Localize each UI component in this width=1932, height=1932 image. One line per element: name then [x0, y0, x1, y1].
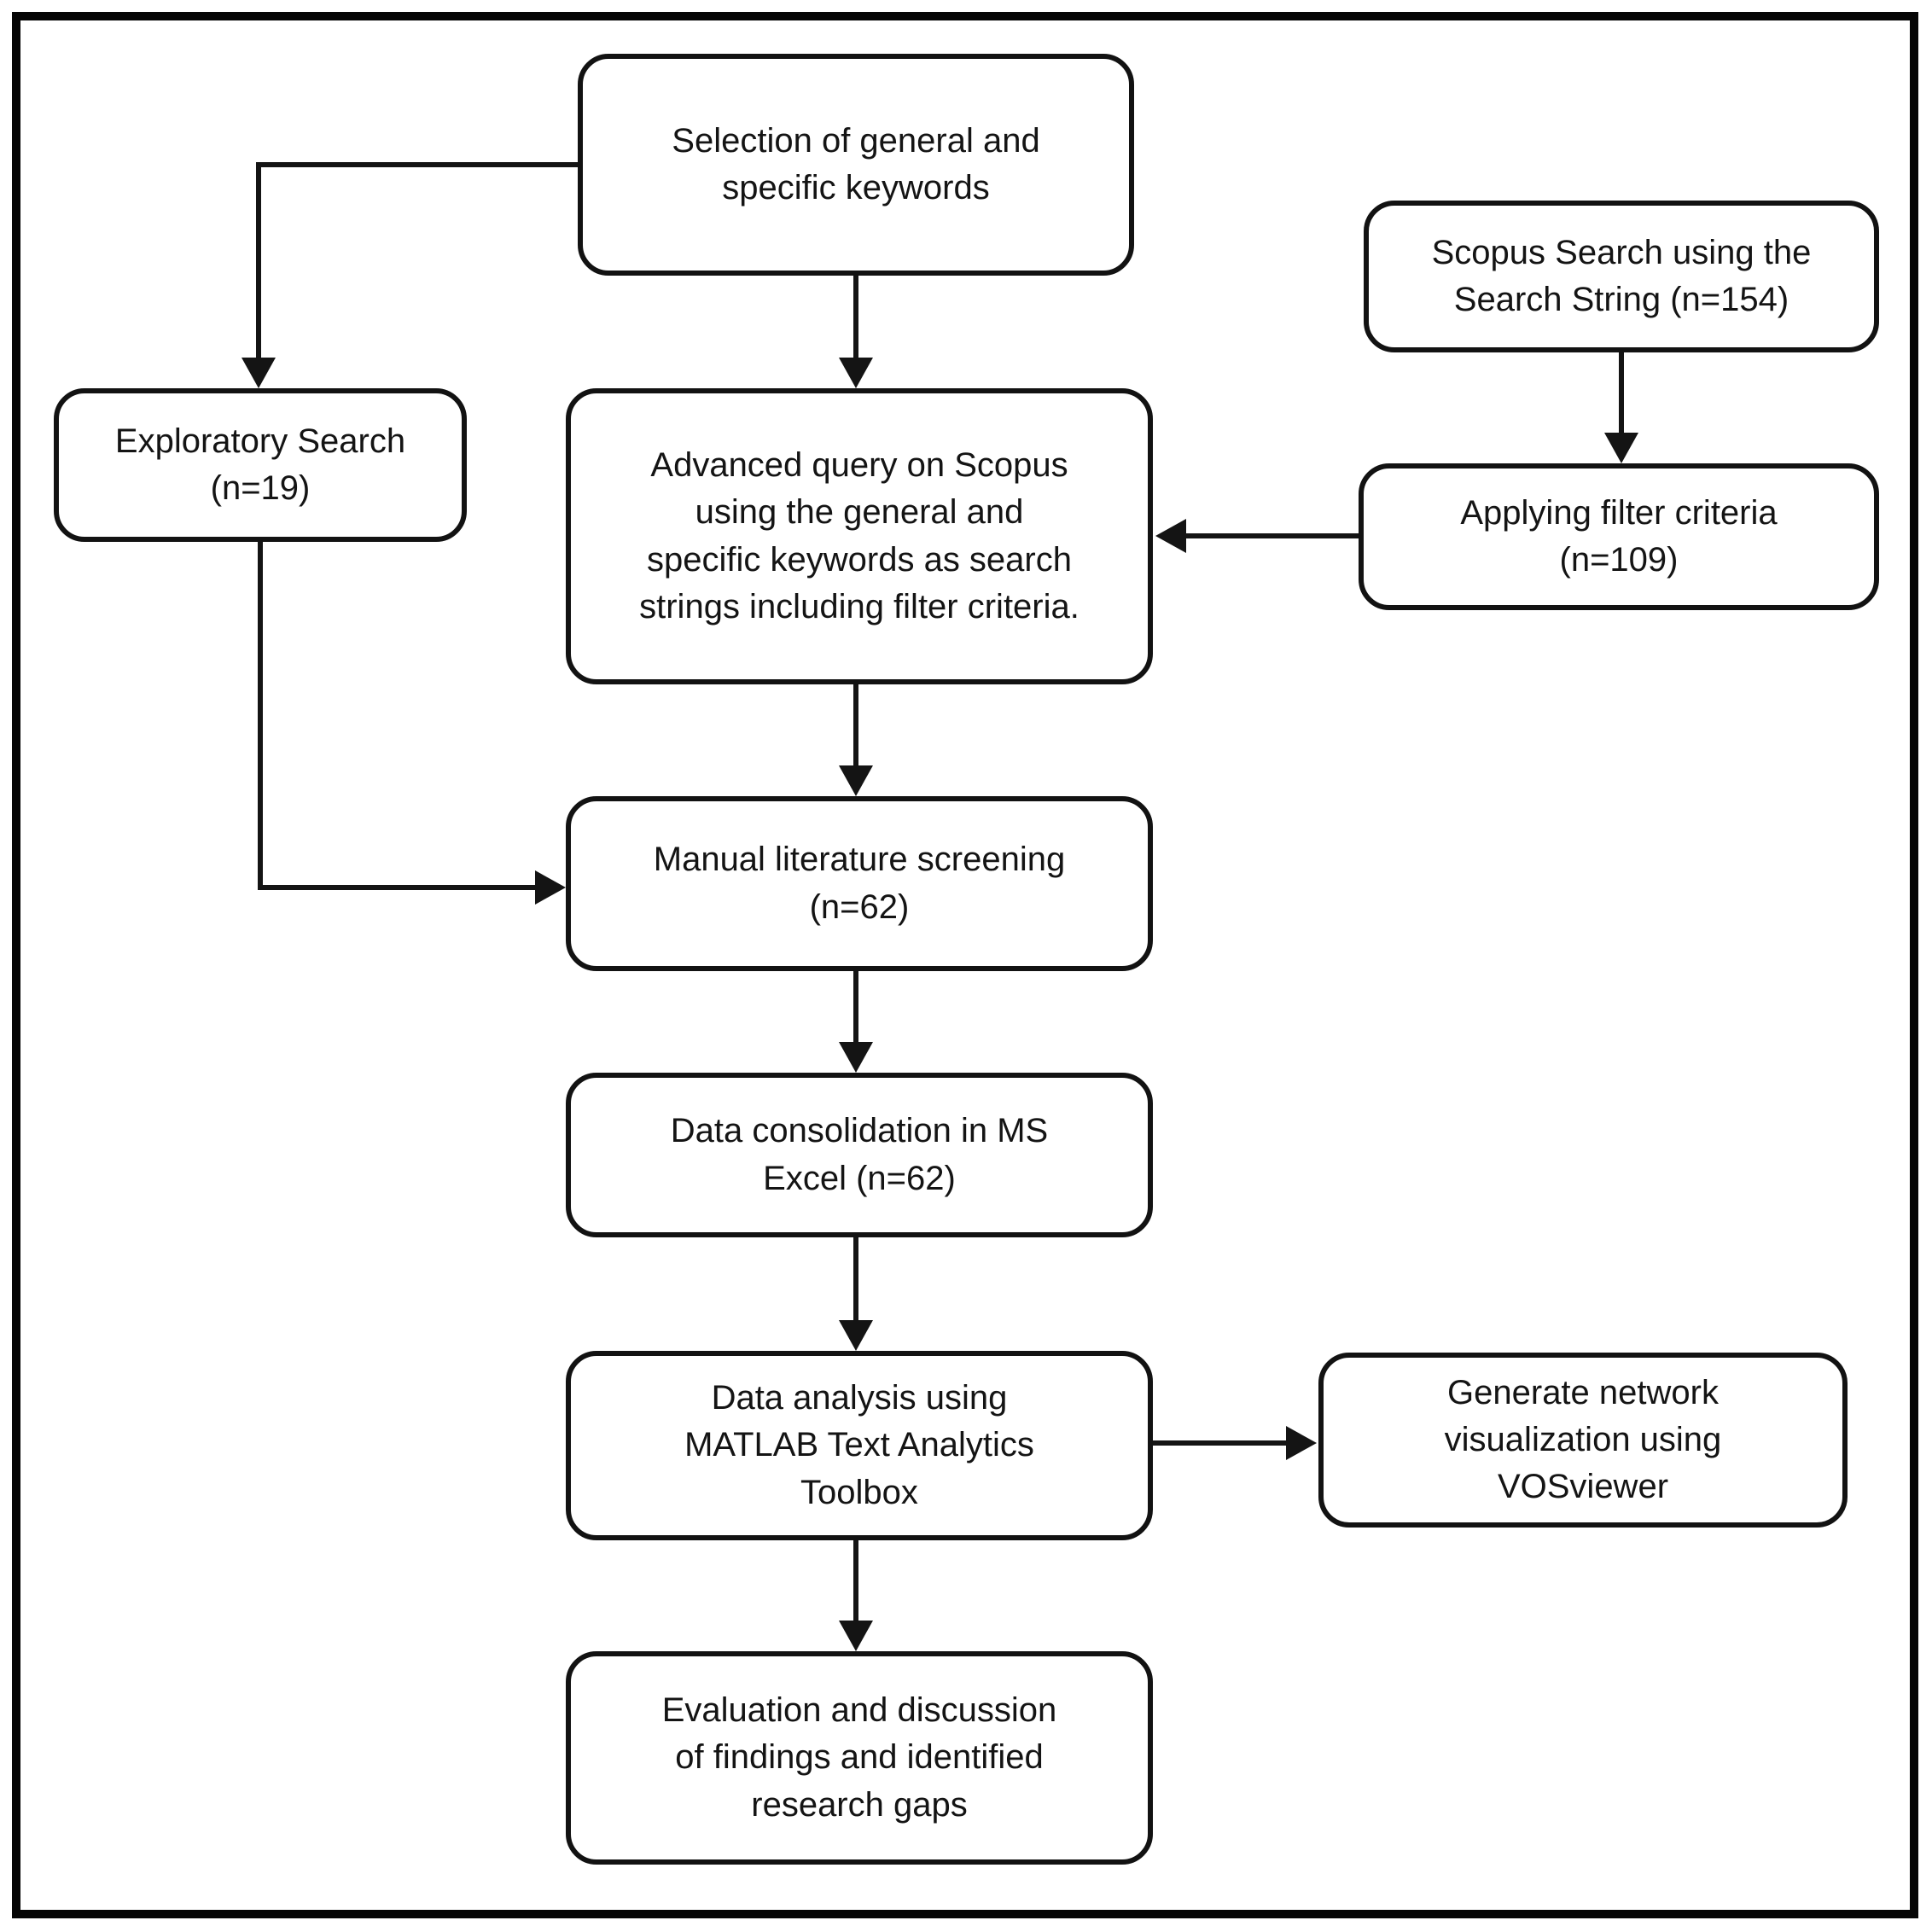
edge-selection-to-exploratory-vertical — [256, 162, 261, 358]
node-applying-filter-criteria: Applying filter criteria (n=109) — [1359, 463, 1879, 610]
node-advanced-query-label: Advanced query on Scopus using the gener… — [639, 446, 1079, 626]
node-manual-literature-screening-label: Manual literature screening (n=62) — [653, 841, 1066, 926]
arrowhead-exploratory-to-manual-screening — [535, 870, 566, 905]
edge-exploratory-to-manual-screening-vertical — [258, 542, 263, 887]
edge-exploratory-to-manual-screening-horizontal — [258, 885, 535, 890]
node-exploratory-search: Exploratory Search (n=19) — [54, 388, 467, 542]
node-advanced-query: Advanced query on Scopus using the gener… — [566, 388, 1153, 684]
node-exploratory-search-label: Exploratory Search (n=19) — [114, 422, 406, 507]
node-scopus-search: Scopus Search using the Search String (n… — [1364, 201, 1879, 352]
arrowhead-data-analysis-to-network-viz — [1286, 1426, 1317, 1460]
edge-data-analysis-to-network-viz — [1153, 1440, 1286, 1446]
diagram-outer-border — [12, 12, 1918, 1918]
arrowhead-scopus-search-to-filter-criteria — [1604, 433, 1638, 463]
node-applying-filter-criteria-label: Applying filter criteria (n=109) — [1460, 493, 1778, 579]
arrowhead-selection-to-exploratory — [242, 358, 276, 388]
node-evaluation-discussion: Evaluation and discussion of findings an… — [566, 1651, 1153, 1865]
node-data-consolidation: Data consolidation in MS Excel (n=62) — [566, 1073, 1153, 1237]
edge-filter-criteria-to-advanced-query — [1186, 533, 1359, 538]
node-manual-literature-screening: Manual literature screening (n=62) — [566, 796, 1153, 971]
node-data-analysis-matlab: Data analysis using MATLAB Text Analytic… — [566, 1351, 1153, 1540]
arrowhead-data-consolidation-to-data-analysis — [839, 1320, 873, 1351]
node-network-visualization-vosviewer-label: Generate network visualization using VOS… — [1444, 1373, 1722, 1506]
edge-selection-to-advanced-query — [853, 276, 858, 358]
node-selection-of-keywords: Selection of general and specific keywor… — [578, 54, 1134, 276]
node-selection-of-keywords-label: Selection of general and specific keywor… — [672, 121, 1040, 207]
edge-scopus-search-to-filter-criteria — [1619, 352, 1624, 433]
arrowhead-selection-to-advanced-query — [839, 358, 873, 388]
node-network-visualization-vosviewer: Generate network visualization using VOS… — [1318, 1353, 1848, 1528]
node-scopus-search-label: Scopus Search using the Search String (n… — [1431, 233, 1812, 318]
edge-manual-screening-to-data-consolidation — [853, 971, 858, 1042]
node-data-consolidation-label: Data consolidation in MS Excel (n=62) — [670, 1112, 1049, 1197]
edge-data-analysis-to-evaluation — [853, 1540, 858, 1621]
arrowhead-data-analysis-to-evaluation — [839, 1621, 873, 1651]
arrowhead-advanced-query-to-manual-screening — [839, 765, 873, 796]
node-evaluation-discussion-label: Evaluation and discussion of findings an… — [661, 1691, 1057, 1824]
edge-data-consolidation-to-data-analysis — [853, 1237, 858, 1320]
arrowhead-filter-criteria-to-advanced-query — [1155, 519, 1186, 553]
edge-selection-to-exploratory-horizontal — [256, 162, 578, 167]
arrowhead-manual-screening-to-data-consolidation — [839, 1042, 873, 1073]
node-data-analysis-matlab-label: Data analysis using MATLAB Text Analytic… — [684, 1379, 1034, 1511]
edge-advanced-query-to-manual-screening — [853, 684, 858, 765]
